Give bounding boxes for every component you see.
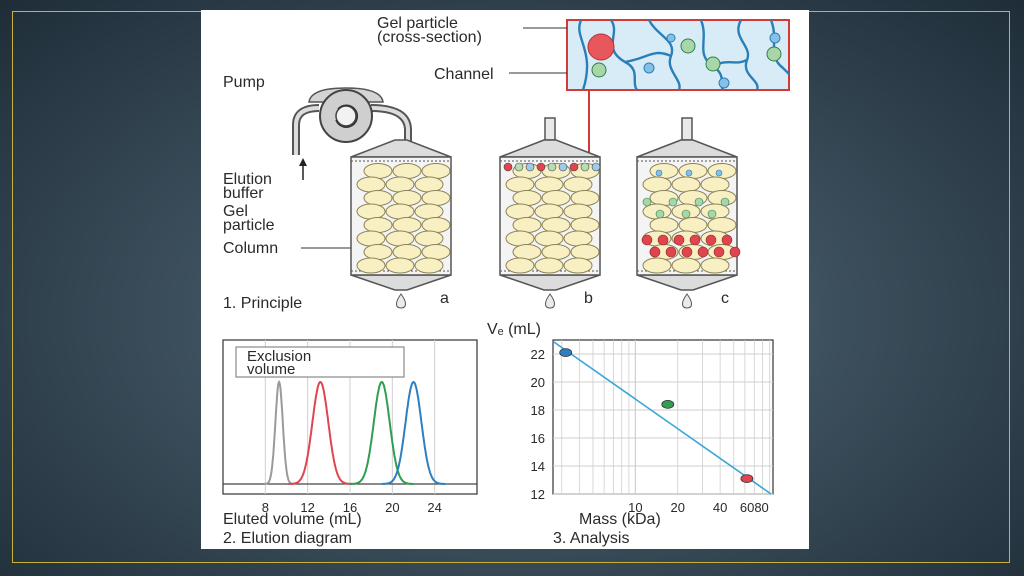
column-c: [636, 117, 741, 309]
exclusion-volume-box: [235, 346, 405, 378]
analysis-ytick-14: 14: [531, 459, 545, 474]
column-b-label: b: [584, 290, 593, 307]
elution-xtick-24: 24: [427, 500, 441, 515]
gel-particle-cross-section-label-2: (cross-section): [377, 29, 482, 46]
analysis-title: 3. Analysis: [553, 530, 629, 547]
calibration-line: [552, 340, 772, 495]
elution-xtick-8: 8: [262, 500, 269, 515]
elution-peak-2: [288, 380, 353, 485]
analysis-ytick-22: 22: [531, 347, 545, 362]
gel-filtration-figure: Gel particle (cross-section) Channel Pum…: [201, 10, 809, 549]
analysis-point-3: [740, 474, 754, 484]
column-a: [350, 139, 452, 309]
exclusion-volume-label-1: Exclusion: [247, 348, 311, 365]
elution-buffer-label-1: Elution: [223, 171, 272, 188]
elution-peak-1: [264, 379, 295, 485]
elution-xtick-12: 12: [300, 500, 314, 515]
elution-xtick-20: 20: [385, 500, 399, 515]
channel-label: Channel: [434, 66, 494, 83]
small-molecule-icon: [769, 32, 781, 44]
elution-peak-4: [381, 380, 446, 485]
analysis-ytick-18: 18: [531, 403, 545, 418]
gel-particle-label-2: particle: [223, 217, 275, 234]
pump-icon: [292, 87, 412, 180]
elution-title: 2. Elution diagram: [223, 530, 352, 547]
analysis-ytick-20: 20: [531, 375, 545, 390]
analysis-ytick-16: 16: [531, 431, 545, 446]
analysis-xlabel: Mass (kDa): [579, 511, 661, 528]
chromatography-columns: [350, 117, 741, 309]
analysis-xtick-10: 10: [628, 500, 642, 515]
column-a-label: a: [440, 290, 449, 307]
analysis-point-1: [559, 348, 573, 358]
pump-label: Pump: [223, 74, 265, 91]
principle-title: 1. Principle: [223, 295, 302, 312]
elution-buffer-label-2: buffer: [223, 185, 264, 202]
cross-section-inset: [566, 19, 790, 91]
analysis-xtick-20: 20: [671, 500, 685, 515]
analysis-xtick-40: 40: [713, 500, 727, 515]
medium-molecule-icon: [591, 62, 607, 78]
gel-particle-cross-section-label-1: Gel particle: [377, 15, 458, 32]
analysis-ytick-12: 12: [531, 487, 545, 502]
analysis-xtick-6080: 6080: [740, 500, 769, 515]
column-label: Column: [223, 240, 278, 257]
elution-diagram: Exclusion volume 8 12 16 20 24 Eluted volume…: [222, 339, 478, 547]
column-b: [499, 117, 601, 309]
analysis-point-2: [661, 399, 675, 409]
elution-peak-3: [350, 380, 414, 485]
elution-xlabel: Eluted volume (mL): [223, 511, 362, 528]
exclusion-volume-label-2: volume: [247, 361, 295, 378]
analysis-ylabel: Vₑ (mL): [487, 321, 541, 338]
gel-particle-label-1: Gel: [223, 203, 248, 220]
column-c-label: c: [721, 290, 729, 307]
analysis-plot: 22 20 18 16 14 12 10 20 40 6080 Vₑ (mL) Mass (kDa…: [487, 321, 774, 547]
large-molecule-icon: [587, 33, 615, 61]
elution-xtick-16: 16: [343, 500, 357, 515]
